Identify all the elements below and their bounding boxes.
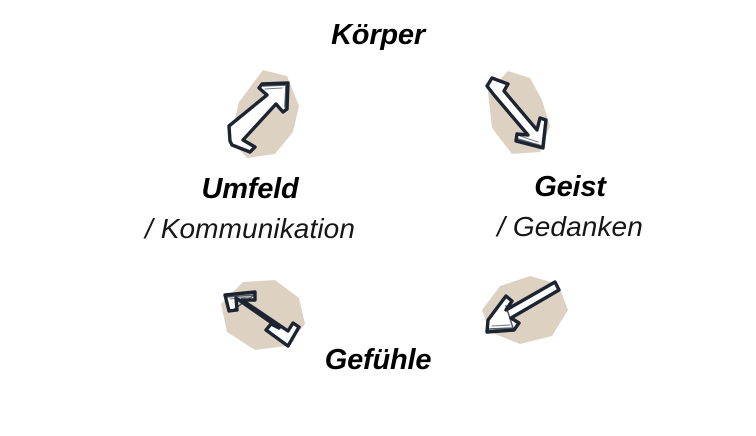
- hand-drawn-arrow-up-left-icon: [203, 266, 313, 358]
- node-label-umfeld-main: Umfeld: [201, 173, 299, 205]
- node-label-umfeld-sub: / Kommunikation: [144, 213, 356, 245]
- hand-drawn-arrow-down-right-icon: [468, 62, 564, 162]
- node-label-geist-main: Geist: [534, 171, 606, 203]
- node-label-gefuehle-main: Gefühle: [324, 344, 432, 376]
- node-label-geist-sub: / Gedanken: [497, 211, 643, 243]
- hand-drawn-arrow-up-right-icon: [213, 62, 309, 160]
- node-label-gefuehle: Gefühle: [0, 343, 756, 377]
- node-label-geist: Geist / Gedanken: [420, 170, 720, 243]
- node-label-koerper-main: Körper: [331, 19, 425, 51]
- node-label-koerper: Körper: [0, 18, 756, 52]
- hand-drawn-arrow-down-left-icon: [466, 262, 576, 354]
- node-label-umfeld: Umfeld / Kommunikation: [40, 172, 460, 245]
